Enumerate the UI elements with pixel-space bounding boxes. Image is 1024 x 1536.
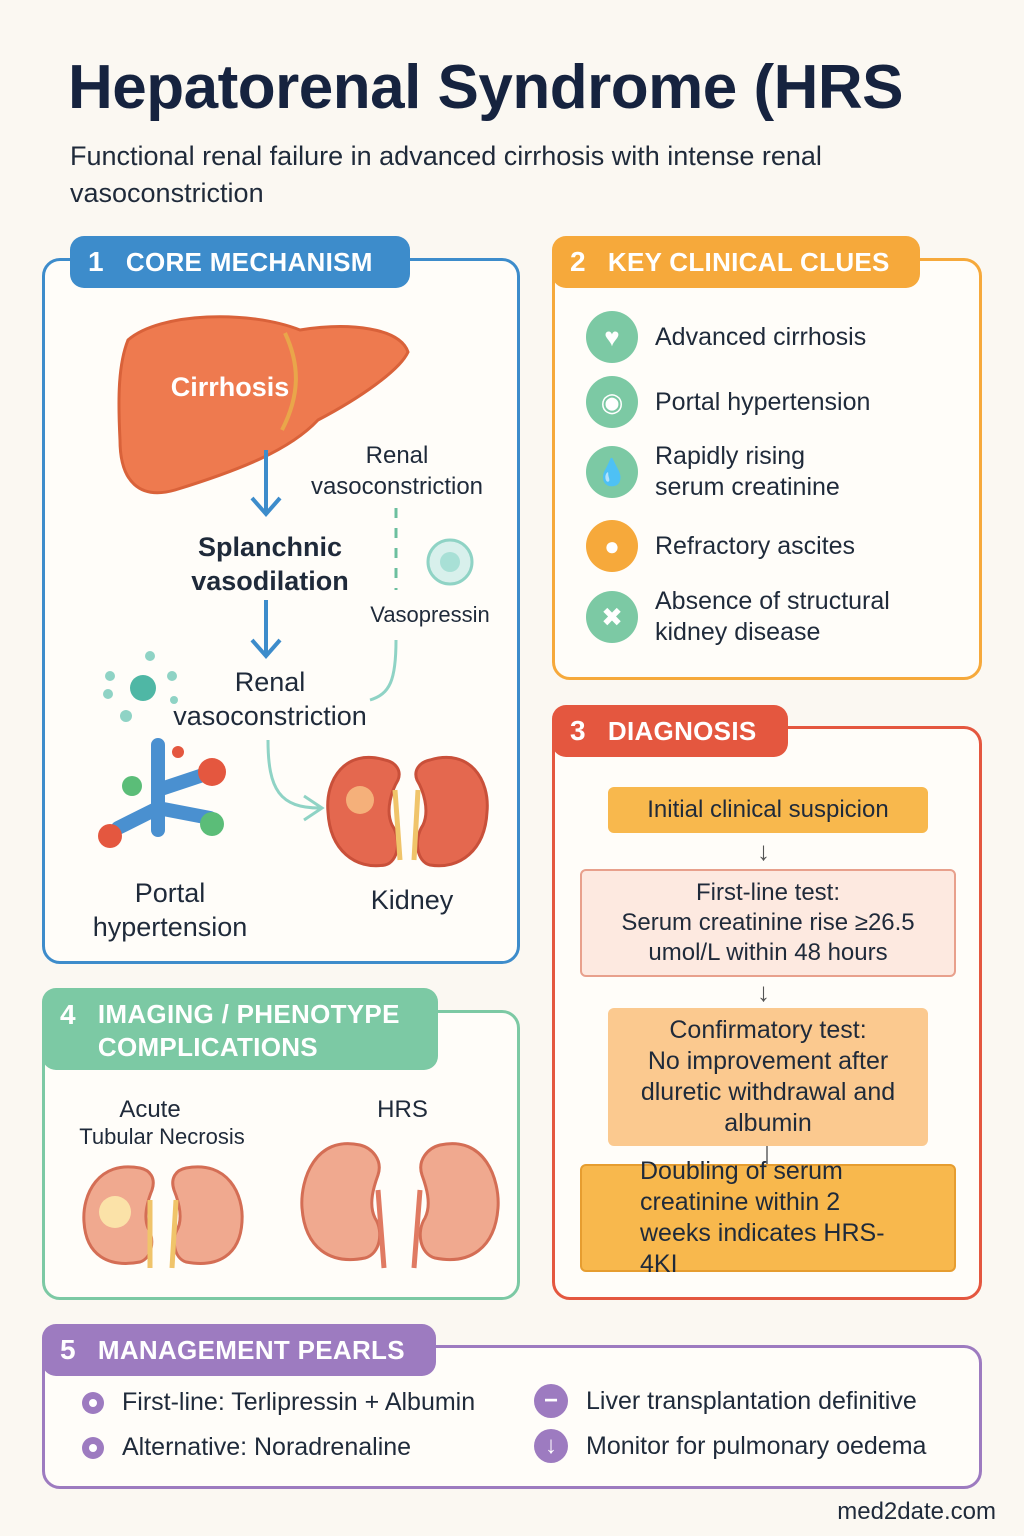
clue-text: Absence of structural kidney disease — [655, 587, 890, 646]
diagnosis-tab: 3 DIAGNOSIS — [552, 705, 788, 757]
liver-icon: ♥ — [586, 311, 638, 363]
bullet-icon — [82, 1436, 104, 1459]
connector-line — [766, 1146, 768, 1164]
atn-label-2: Tubular Necrosis — [79, 1124, 245, 1149]
management-item: Alternative: Noradrenaline — [82, 1433, 411, 1462]
diagnosis-number: 3 — [570, 715, 586, 746]
imaging-heading: IMAGING / PHENOTYPE COMPLICATIONS — [97, 999, 400, 1062]
management-item: − Liver transplantation definitive — [534, 1384, 917, 1418]
footer-brand[interactable]: med2date.com — [837, 1498, 996, 1525]
step2-title: First-line test: — [695, 879, 841, 906]
arrow-down-icon: ↓ — [757, 977, 770, 1007]
page-title: Hepatorenal Syndrome (HRS — [68, 53, 904, 122]
management-text: Liver transplantation definitive — [586, 1386, 917, 1415]
diagnosis-step-2: First-line test: Serum creatinine rise ≥… — [580, 869, 956, 977]
diagnosis-step-4: Doubling of serum creatinine within 2 we… — [580, 1157, 956, 1278]
page-subtitle: Functional renal failure in advanced cir… — [70, 141, 822, 208]
down-arrow-icon: ↓ — [534, 1429, 568, 1463]
kidney-label: Kidney — [370, 885, 454, 915]
abdomen-icon: ● — [586, 520, 638, 572]
renal-vasoconstriction: Renal vasoconstriction — [173, 667, 367, 731]
atn-label-1: Acute — [119, 1096, 181, 1123]
clues-tab: 2 KEY CLINICAL CLUES — [552, 236, 920, 288]
hrs-label: HRS — [377, 1096, 428, 1123]
clue-text: Refractory ascites — [655, 531, 856, 560]
renal-vasoconstriction-side: Renal vasoconstriction — [310, 442, 484, 500]
bullet-icon — [82, 1391, 104, 1414]
management-tab: 5 MANAGEMENT PEARLS — [42, 1324, 436, 1376]
portal-hypertension-label: Portal hypertension — [92, 878, 248, 942]
splanchnic-vasodilation: Splanchnic vasodilation — [191, 532, 349, 596]
clue-item: 💧 Rapidly rising serum creatinine — [586, 441, 845, 503]
management-item: First-line: Terlipressin + Albumin — [82, 1388, 475, 1417]
mechanism-tab: 1 CORE MECHANISM — [70, 236, 410, 288]
clue-text: Portal hypertension — [655, 387, 871, 416]
drop-icon: 💧 — [586, 446, 638, 498]
clue-item: ◉ Portal hypertension — [586, 376, 870, 428]
diagnosis-step-1: Initial clinical suspicion — [608, 787, 928, 833]
liver-label: Cirrhosis — [170, 372, 290, 402]
step4-text: Doubling of serum creatinine within 2 we… — [640, 1157, 885, 1278]
clue-text: Advanced cirrhosis — [655, 322, 867, 351]
arrow-down-icon: ↓ — [757, 836, 770, 866]
management-panel — [42, 1345, 982, 1489]
diagnosis-step-3: Confirmatory test: No improvement after … — [608, 1008, 928, 1146]
step3-title: Confirmatory test: — [669, 1016, 867, 1044]
clue-item: ● Refractory ascites — [586, 520, 855, 572]
pressure-icon: ◉ — [586, 376, 638, 428]
step3-body: No improvement after dluretic withdrawal… — [640, 1047, 896, 1137]
minus-circle-icon: − — [534, 1384, 568, 1418]
clue-item: ♥ Advanced cirrhosis — [586, 311, 866, 363]
step2-body: Serum creatinine rise ≥26.5 umol/L withi… — [621, 909, 915, 966]
clues-number: 2 — [570, 246, 586, 277]
management-text: Alternative: Noradrenaline — [122, 1433, 412, 1461]
management-text: First-line: Terlipressin + Albumin — [122, 1388, 476, 1416]
management-text: Monitor for pulmonary oedema — [586, 1431, 927, 1460]
clue-item: ✖ Absence of structural kidney disease — [586, 586, 925, 648]
step1-text: Initial clinical suspicion — [647, 796, 889, 823]
management-heading: MANAGEMENT PEARLS — [97, 1334, 405, 1365]
clue-text: Rapidly rising serum creatinine — [655, 442, 840, 501]
clues-heading: KEY CLINICAL CLUES — [607, 246, 890, 277]
diagnosis-heading: DIAGNOSIS — [607, 715, 757, 746]
kidney-cross-icon: ✖ — [586, 591, 638, 643]
management-item: ↓ Monitor for pulmonary oedema — [534, 1429, 926, 1463]
management-number: 5 — [60, 1334, 76, 1365]
mechanism-heading: CORE MECHANISM — [125, 246, 373, 277]
vasopressin-label: Vasopressin — [370, 602, 490, 627]
imaging-tab: 4 IMAGING / PHENOTYPE COMPLICATIONS — [42, 988, 438, 1070]
mechanism-number: 1 — [88, 246, 104, 277]
imaging-number: 4 — [60, 999, 76, 1030]
